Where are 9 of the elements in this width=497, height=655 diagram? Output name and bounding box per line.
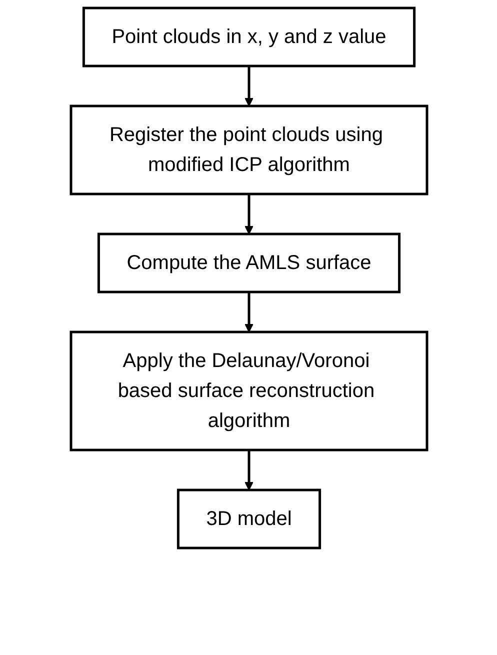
arrow [244,292,253,332]
node-box: 3D model [176,488,321,550]
node-box: Point clouds in x, y and z value [82,6,416,68]
node-box: Apply the Delaunay/Voronoi based surface reconstruction algorithm [69,330,428,452]
node-box: Compute the AMLS surface [96,232,400,294]
arrow [244,66,253,106]
arrow [244,450,253,490]
arrow [244,194,253,234]
node-box: Register the point clouds using modified ICP algorithm [69,104,428,196]
